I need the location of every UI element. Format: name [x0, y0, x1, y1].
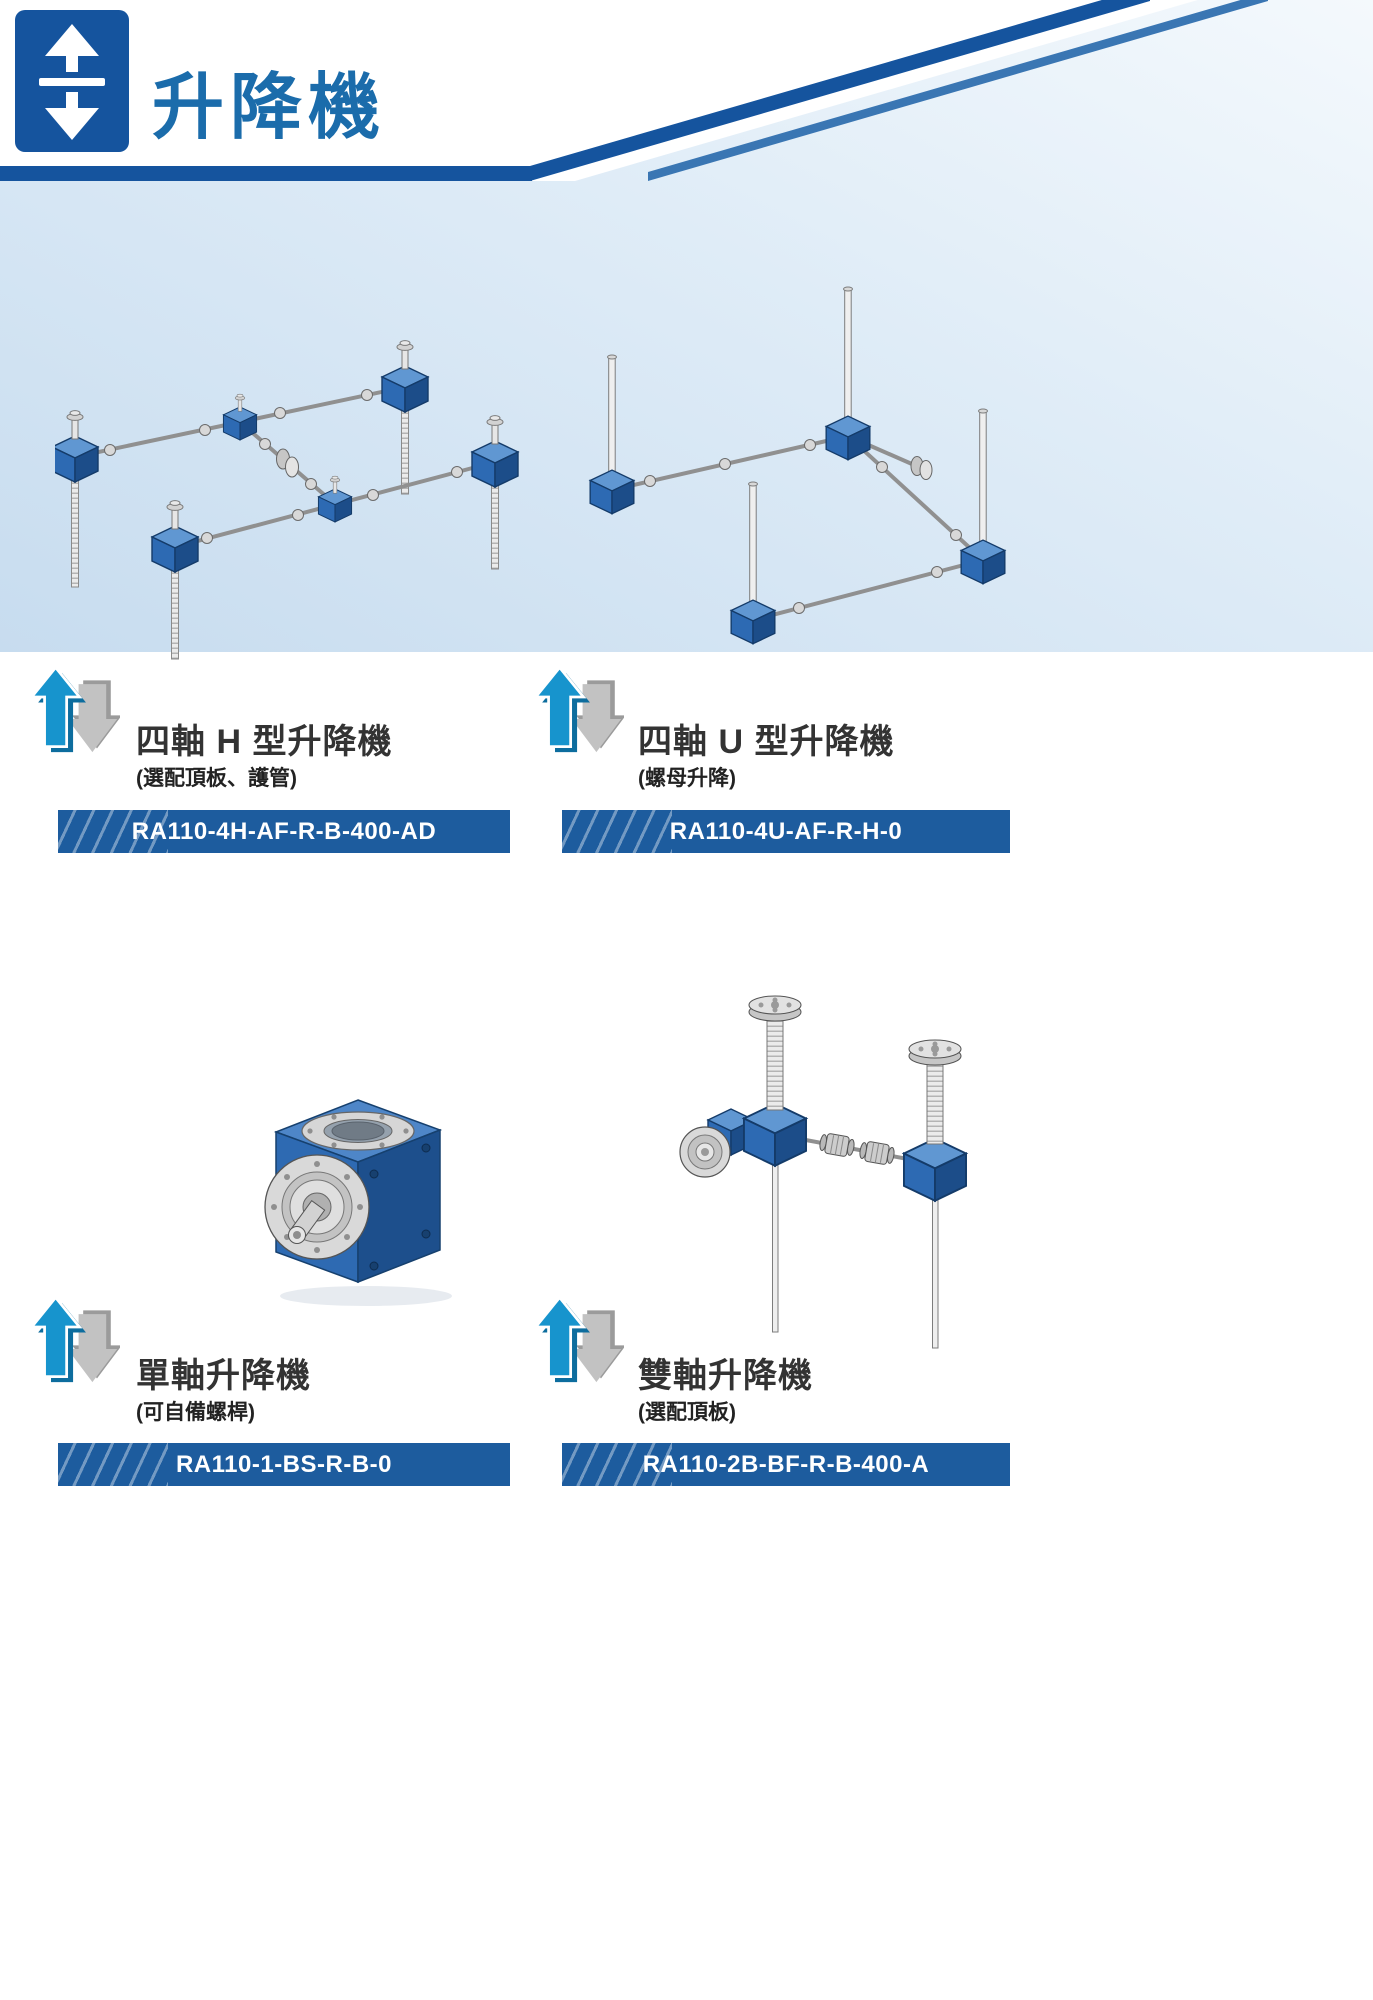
- up-down-arrows-icon: [532, 665, 624, 753]
- product-subtitle: (選配頂板): [638, 1401, 736, 1424]
- illustration-double-axis-jacks: [679, 995, 967, 1349]
- product-title: 單軸升降機: [136, 1357, 311, 1395]
- model-number: RA110-4H-AF-R-B-400-AD: [131, 817, 437, 845]
- product-title: 四軸 U 型升降機: [638, 723, 895, 761]
- product-title: 雙軸升降機: [638, 1357, 813, 1395]
- up-down-arrows-icon: [28, 665, 120, 753]
- product-subtitle: (螺母升降): [638, 767, 736, 790]
- header-stripes-and-panel-decoration: [0, 0, 1373, 652]
- product-subtitle: (選配頂板、護管): [136, 767, 297, 790]
- page-title: 升降機: [152, 68, 387, 148]
- up-down-arrows-icon: [28, 1295, 120, 1383]
- product-title: 四軸 H 型升降機: [136, 723, 393, 761]
- model-number: RA110-4U-AF-R-H-0: [669, 817, 903, 845]
- illustration-single-axis-gearbox: [264, 1099, 452, 1306]
- illustration-four-axis-u-type: [589, 286, 1006, 645]
- model-number-banner: RA110-4H-AF-R-B-400-AD: [58, 810, 510, 853]
- model-number-banner: RA110-2B-BF-R-B-400-A: [562, 1443, 1010, 1486]
- lift-up-down-icon: [15, 10, 129, 152]
- model-number: RA110-1-BS-R-B-0: [175, 1450, 393, 1478]
- up-down-arrows-icon: [532, 1295, 624, 1383]
- model-number: RA110-2B-BF-R-B-400-A: [642, 1450, 930, 1478]
- illustration-four-axis-h-type: [55, 340, 519, 660]
- model-number-banner: RA110-4U-AF-R-H-0: [562, 810, 1010, 853]
- model-number-banner: RA110-1-BS-R-B-0: [58, 1443, 510, 1486]
- product-subtitle: (可自備螺桿): [136, 1401, 255, 1424]
